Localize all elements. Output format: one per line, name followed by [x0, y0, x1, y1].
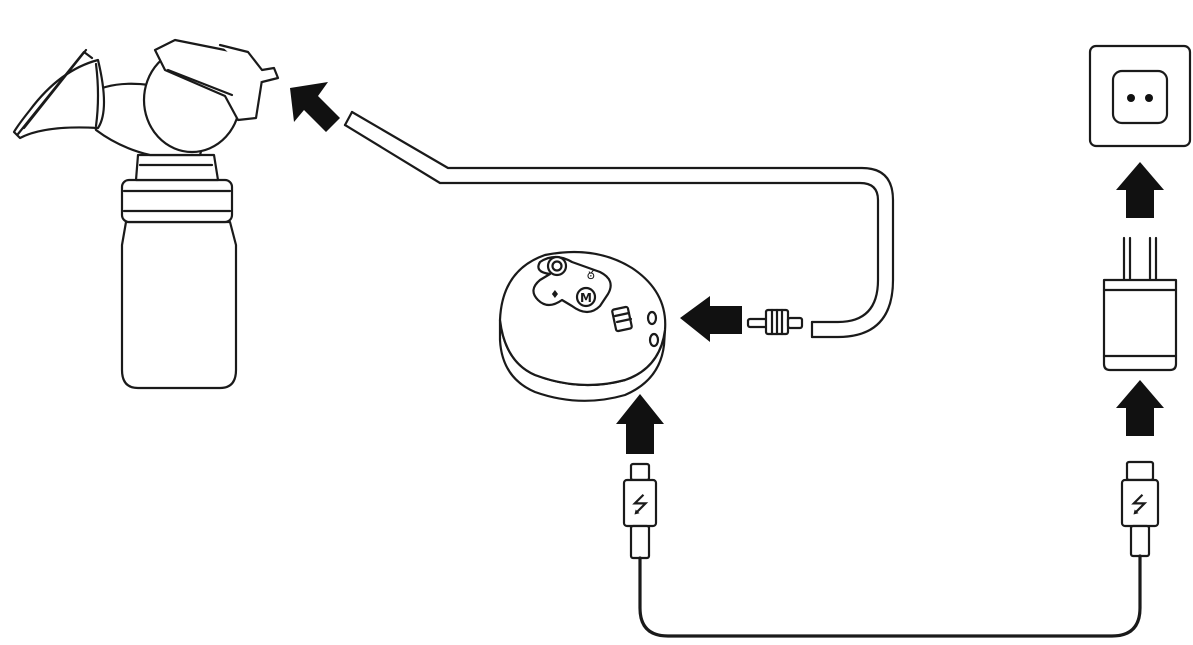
usb-plug-right-tip	[1125, 460, 1155, 482]
indicator-port-icon	[648, 332, 660, 348]
pump-inlet	[218, 43, 280, 84]
socket-hole-right	[1145, 94, 1153, 102]
power-adapter-icon	[1102, 236, 1178, 372]
tube-inner-edge	[350, 110, 895, 339]
usb-port-line-2	[615, 317, 633, 324]
level-button-icon	[575, 286, 597, 308]
usb-cable-icon: ⭍ ⭍	[622, 460, 1160, 638]
level-symbol: M	[580, 291, 592, 305]
bottle-collar	[120, 178, 234, 224]
air-port-icon	[646, 310, 658, 326]
usb-wire	[638, 554, 1142, 638]
arrow-to-socket-icon	[1116, 162, 1164, 218]
usb-port-line-1	[613, 311, 631, 318]
wall-socket-icon	[1088, 44, 1192, 148]
bottle-neck	[134, 153, 220, 182]
breast-pump-icon	[12, 38, 280, 390]
socket-hole-left	[1127, 94, 1135, 102]
tube-outer-edge	[343, 123, 880, 324]
drop-symbol: ♦	[550, 288, 560, 301]
tube-end-pump	[343, 110, 354, 127]
connector-tail	[786, 316, 804, 330]
usb-symbol-left-icon: ⭍	[631, 493, 649, 518]
mode-button-icon: ఠ	[587, 268, 595, 283]
socket-face	[1111, 69, 1169, 125]
usb-symbol-right-icon: ⭍	[1130, 493, 1148, 518]
flange-rim	[94, 62, 100, 128]
tube-connector-icon	[746, 308, 804, 336]
silicone-tube-icon	[343, 110, 895, 339]
usb-plug-left-tip	[629, 462, 651, 482]
arrow-to-adapter-icon	[1116, 380, 1164, 436]
flange-edge-2	[16, 50, 94, 136]
arrow-to-motor-side-icon	[680, 296, 742, 342]
pump-cap	[153, 38, 264, 122]
motor-unit-icon: ఠ M ♦	[498, 250, 667, 402]
power-symbol	[551, 260, 563, 272]
pump-flange	[12, 58, 106, 140]
arrow-to-motor-bottom-icon	[616, 394, 664, 454]
bottle-body	[120, 220, 238, 390]
cap-edge	[166, 68, 234, 97]
power-button-icon	[546, 255, 568, 277]
usb-plug-right-strain	[1129, 524, 1151, 558]
adapter-body	[1102, 278, 1178, 372]
usb-plug-left-strain	[629, 524, 651, 560]
arrow-to-pump-icon	[290, 82, 340, 132]
